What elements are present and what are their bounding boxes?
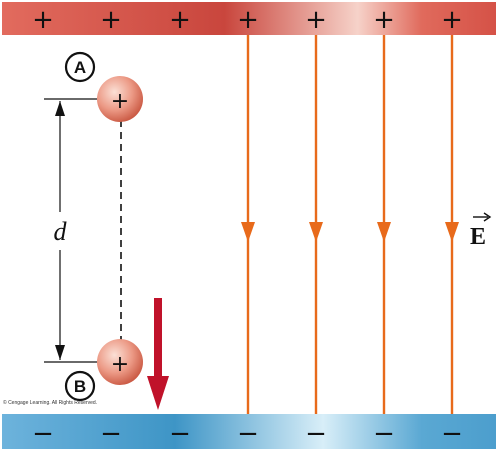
positive-sign: + — [441, 5, 463, 35]
negative-sign: − — [305, 419, 327, 449]
force-arrow-shaft — [154, 298, 162, 380]
negative-sign: − — [441, 419, 463, 449]
force-arrow-head — [147, 376, 169, 410]
field-line-arrowhead — [377, 222, 391, 242]
charge-sign-b: + — [111, 352, 129, 377]
field-vector-arrow-head — [483, 212, 492, 222]
negative-sign: − — [237, 419, 259, 449]
field-line-arrowhead — [445, 222, 459, 242]
charge-at-a: + — [97, 76, 143, 122]
field-vector-label: E — [470, 212, 492, 250]
positive-sign: + — [100, 5, 122, 35]
charge-at-b: + — [97, 339, 143, 385]
negative-sign: − — [100, 419, 122, 449]
charge-sign-a: + — [111, 89, 129, 114]
copyright-text: © Cengage Learning. All Rights Reserved. — [3, 399, 97, 406]
point-a-marker: A — [64, 51, 96, 83]
charge-sphere-b — [97, 339, 143, 385]
negative-sign: − — [169, 419, 191, 449]
negative-plate-signs: −−−−−−− — [32, 419, 463, 449]
field-line-arrowhead — [309, 222, 323, 242]
positive-sign: + — [169, 5, 191, 35]
positive-plate-signs: + + + + + + + — [32, 5, 463, 35]
point-b-marker: B — [64, 370, 96, 402]
positive-sign: + — [305, 5, 327, 35]
field-label: E — [470, 224, 486, 250]
negative-plate — [2, 414, 496, 449]
point-b-label: B — [74, 377, 86, 396]
positive-sign: + — [237, 5, 259, 35]
distance-dimension: d — [44, 98, 98, 363]
dimension-arrowhead-bottom — [55, 345, 65, 360]
positive-plate — [2, 2, 496, 35]
electric-field-lines — [241, 35, 459, 414]
charge-sphere-a — [97, 76, 143, 122]
negative-sign: − — [373, 419, 395, 449]
positive-sign: + — [373, 5, 395, 35]
field-line-arrowhead — [241, 222, 255, 242]
distance-label: d — [54, 217, 68, 246]
negative-sign: − — [32, 419, 54, 449]
point-a-label: A — [74, 58, 86, 77]
positive-sign: + — [32, 5, 54, 35]
dimension-arrowhead-top — [55, 101, 65, 116]
force-arrow — [147, 298, 169, 410]
